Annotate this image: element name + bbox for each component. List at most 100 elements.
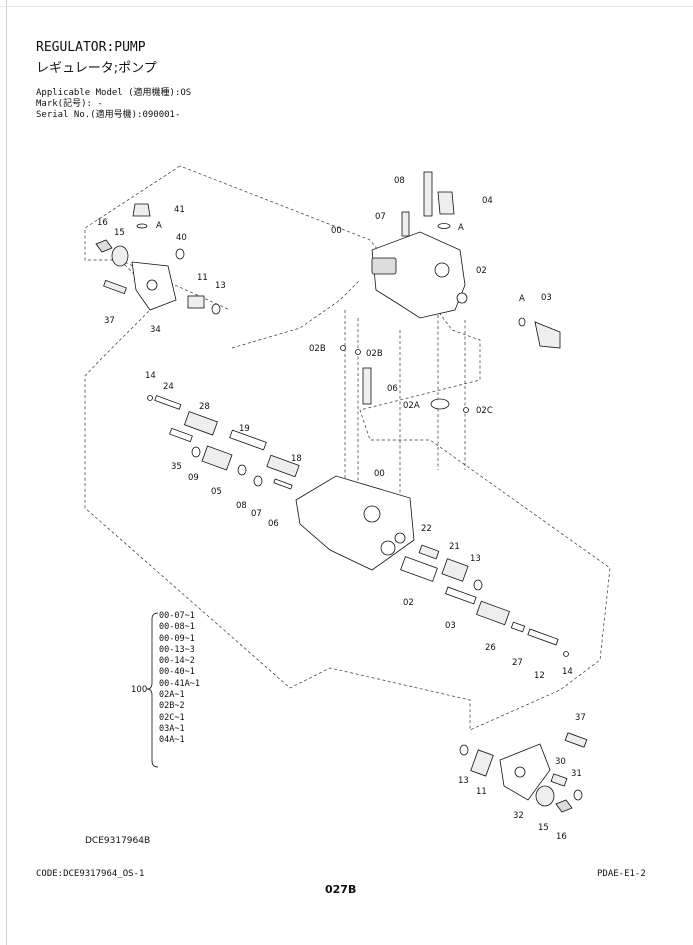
nut-15: [535, 785, 555, 807]
port-icon: [514, 766, 526, 778]
kit-list-item: 00-41A~1: [159, 678, 200, 689]
spring-28: [183, 411, 218, 436]
drawing-number: DCE9317964B: [85, 836, 151, 846]
callout-label: 04: [482, 196, 493, 206]
nut-16: [95, 239, 113, 253]
plug-04: [437, 191, 455, 215]
callout-label: 41: [174, 205, 185, 215]
callout-label: 02A: [403, 401, 420, 411]
kit-list-item: 02A~1: [159, 690, 185, 701]
serial-number: Serial No.(適用号機):090001-: [36, 110, 181, 120]
solenoid-connector: [371, 257, 397, 275]
o-ring-13: [211, 303, 221, 315]
callout-label: 11: [476, 787, 487, 797]
callout-label: 24: [163, 382, 174, 392]
callout-label: 28: [199, 402, 210, 412]
callout-label: 12: [534, 671, 545, 681]
callout-label: 05: [211, 487, 222, 497]
o-ring-07: [253, 475, 263, 487]
callout-label: 02: [476, 266, 487, 276]
o-ring-08: [237, 464, 247, 476]
callout-label: 09: [188, 473, 199, 483]
callout-label: 35: [171, 462, 182, 472]
callout-label: 30: [555, 757, 566, 767]
applicable-model: Applicable Model (適用機種):OS: [36, 88, 192, 98]
callout-label: 34: [150, 325, 161, 335]
ring-14: [147, 395, 153, 401]
callout-label: 11: [197, 273, 208, 283]
port-icon: [456, 292, 468, 304]
group-boundary-inner: [231, 279, 361, 349]
piston-35: [169, 427, 193, 443]
o-ring-13: [459, 744, 469, 756]
plug-18: [266, 454, 300, 478]
callout-label: 37: [104, 316, 115, 326]
spool-19: [229, 429, 267, 451]
pin-12: [527, 628, 559, 646]
callout-label: 18: [291, 454, 302, 464]
kit-quantity-value: 100: [131, 685, 148, 695]
sensor-03: [534, 321, 561, 349]
callout-label: 16: [97, 218, 108, 228]
sleeve-05: [201, 445, 233, 471]
kit-list-item: 00-40~1: [159, 667, 195, 678]
spring-seat-11: [187, 295, 205, 309]
port-icon: [380, 540, 396, 556]
kit-quantity-label: 100: [131, 685, 147, 695]
callout-label: 14: [562, 667, 573, 677]
bolt-07: [401, 211, 410, 237]
callout-label: 03: [445, 621, 456, 631]
callout-label: 15: [114, 228, 125, 238]
callout-label: 02C: [476, 406, 493, 416]
callout-label: 31: [571, 769, 582, 779]
callout-label: 13: [470, 554, 481, 564]
kit-list-item: 00-09~1: [159, 633, 195, 644]
callout-label: 13: [458, 776, 469, 786]
o-ring-40: [175, 248, 185, 260]
kit-list-item: 02B~2: [159, 701, 185, 712]
kit-list-item: 04A~1: [159, 735, 185, 746]
nut-15: [111, 245, 129, 267]
o-ring-02b: [355, 349, 361, 355]
spool-22: [418, 544, 440, 560]
kit-bracket: [146, 612, 159, 768]
pin-24: [154, 395, 182, 410]
footer-code: CODE:DCE9317964_OS-1: [36, 869, 145, 879]
o-ring-13: [473, 579, 483, 591]
callout-label: 07: [251, 509, 262, 519]
callout-label: 08: [236, 501, 247, 511]
bolt-37: [564, 732, 588, 748]
callout-label: 27: [512, 658, 523, 668]
callout-label: 16: [556, 832, 567, 842]
kit-list-item: 00-13~3: [159, 644, 195, 655]
o-ring-02a: [430, 398, 450, 410]
nut-16: [555, 799, 573, 813]
callout-label: 06: [387, 384, 398, 394]
bolt-37: [103, 279, 127, 295]
callout-label: 19: [239, 424, 250, 434]
callout-label: 37: [575, 713, 586, 723]
footer-reference: PDAE-E1-2: [597, 869, 646, 879]
callout-label: 32: [513, 811, 524, 821]
callout-label: 02: [403, 598, 414, 608]
callout-label: A: [458, 223, 464, 233]
spool-02: [400, 556, 438, 582]
plug-41: [132, 203, 151, 217]
kit-list-item: 03A~1: [159, 723, 185, 734]
callout-label: 40: [176, 233, 187, 243]
sleeve-21: [441, 558, 469, 582]
ring-14: [563, 651, 569, 657]
callout-label: 02B: [366, 349, 383, 359]
o-ring-41a: [136, 223, 148, 229]
callout-label: 14: [145, 371, 156, 381]
page-top-border: [0, 6, 693, 7]
port-icon: [434, 262, 450, 278]
spool-03: [445, 586, 477, 605]
callout-label: 07: [375, 212, 386, 222]
kit-list-item: 00-07~1: [159, 611, 195, 621]
o-ring-04a: [437, 223, 451, 229]
